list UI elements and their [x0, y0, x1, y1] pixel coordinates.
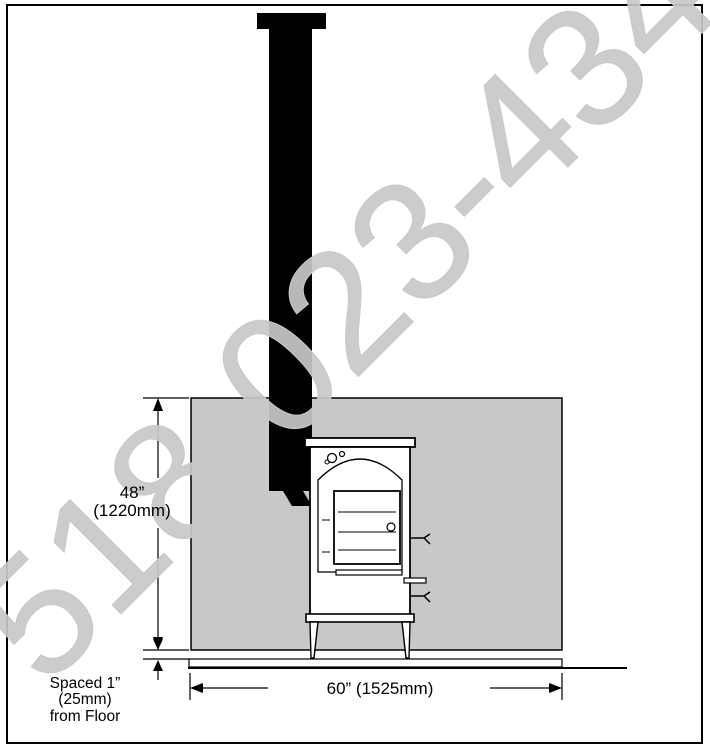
spacing-label-line1: Spaced 1” — [49, 675, 121, 692]
height-label: 48” (1220mm) — [72, 484, 192, 520]
width-dimension — [189, 673, 563, 700]
wood-stove — [304, 437, 431, 659]
height-label-imperial: 48” — [119, 483, 145, 502]
spacing-label-line2: (25mm) — [58, 691, 112, 709]
width-label: 60” (1525mm) — [326, 679, 434, 698]
spacing-dimension — [143, 639, 189, 680]
spacing-label: Spaced 1” (25mm) from Floor — [30, 675, 140, 725]
flue-pipe — [257, 13, 326, 506]
height-label-metric: (1220mm) — [93, 500, 171, 520]
floor-protector-strip — [188, 658, 563, 668]
spacing-label-line3: from Floor — [49, 707, 121, 725]
